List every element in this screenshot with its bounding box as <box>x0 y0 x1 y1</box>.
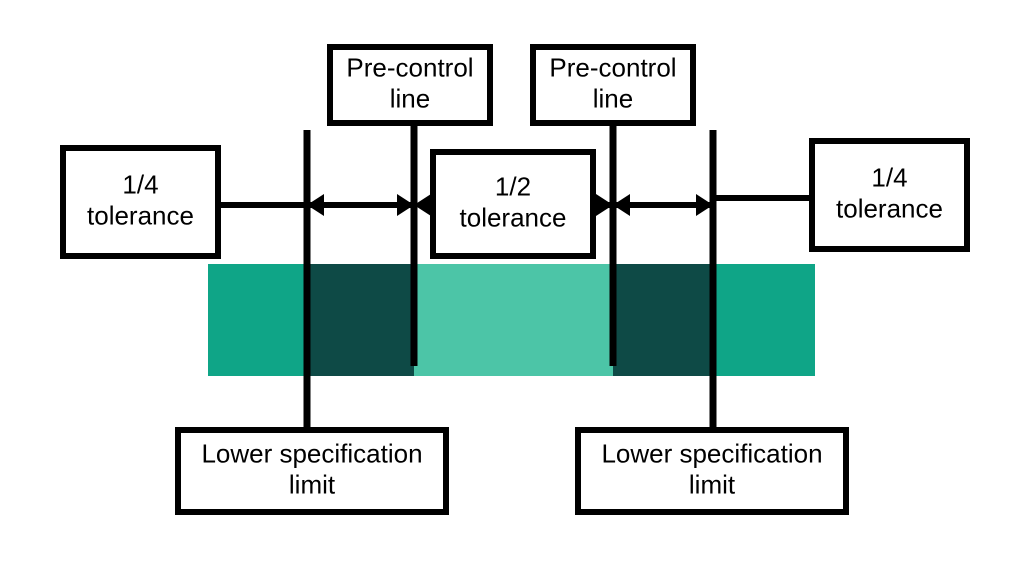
box-label-half-tolerance-line-2: tolerance <box>460 202 567 232</box>
box-outline-half-tolerance <box>430 149 596 259</box>
box-label-pre-control-line-left-line-2: line <box>390 83 430 113</box>
box-label-pre-control-line-right-line-2: line <box>593 83 633 113</box>
box-label-pre-control-line-right-line-1: Pre-control <box>549 52 676 82</box>
box-outline-left-quarter-tolerance <box>60 145 221 259</box>
band-right-outer <box>713 264 815 376</box>
box-label-pre-control-line-left-line-1: Pre-control <box>346 52 473 82</box>
band-right-dark <box>613 264 713 376</box>
quarter-tolerance-left-arrowhead-end <box>397 194 414 216</box>
label-boxes: 1/4tolerancePre-controlline1/2toleranceP… <box>60 44 970 515</box>
quarter-tolerance-right-arrowhead-start <box>613 194 630 216</box>
box-outline-lower-specification-limit-left <box>175 427 449 515</box>
box-label-right-quarter-tolerance-line-2: tolerance <box>836 193 943 223</box>
quarter-tolerance-right-arrowhead-end <box>696 194 713 216</box>
box-label-lower-specification-limit-left-line-1: Lower specification <box>201 438 422 468</box>
quarter-tolerance-left-arrowhead-start <box>307 194 324 216</box>
box-label-lower-specification-limit-right-line-2: limit <box>689 469 736 499</box>
half-tolerance-arrowhead-left <box>414 194 431 216</box>
box-outline-lower-specification-limit-right <box>575 427 849 515</box>
band-left-outer <box>208 264 307 376</box>
box-outline-pre-control-line-left <box>327 44 493 126</box>
box-label-left-quarter-tolerance-line-1: 1/4 <box>122 169 158 199</box>
box-label-right-quarter-tolerance-line-1: 1/4 <box>871 162 907 192</box>
band-center <box>414 264 613 376</box>
measure-arrows <box>307 194 713 216</box>
box-outline-right-quarter-tolerance <box>809 138 970 252</box>
box-label-lower-specification-limit-right-line-1: Lower specification <box>601 438 822 468</box>
box-label-half-tolerance-line-1: 1/2 <box>495 171 531 201</box>
box-label-left-quarter-tolerance-line-2: tolerance <box>87 200 194 230</box>
vertical-limit-lines <box>303 123 717 432</box>
band-left-dark <box>307 264 414 376</box>
tolerance-band <box>208 264 815 376</box>
box-label-lower-specification-limit-left-line-2: limit <box>289 469 336 499</box>
box-outline-pre-control-line-right <box>530 44 696 126</box>
